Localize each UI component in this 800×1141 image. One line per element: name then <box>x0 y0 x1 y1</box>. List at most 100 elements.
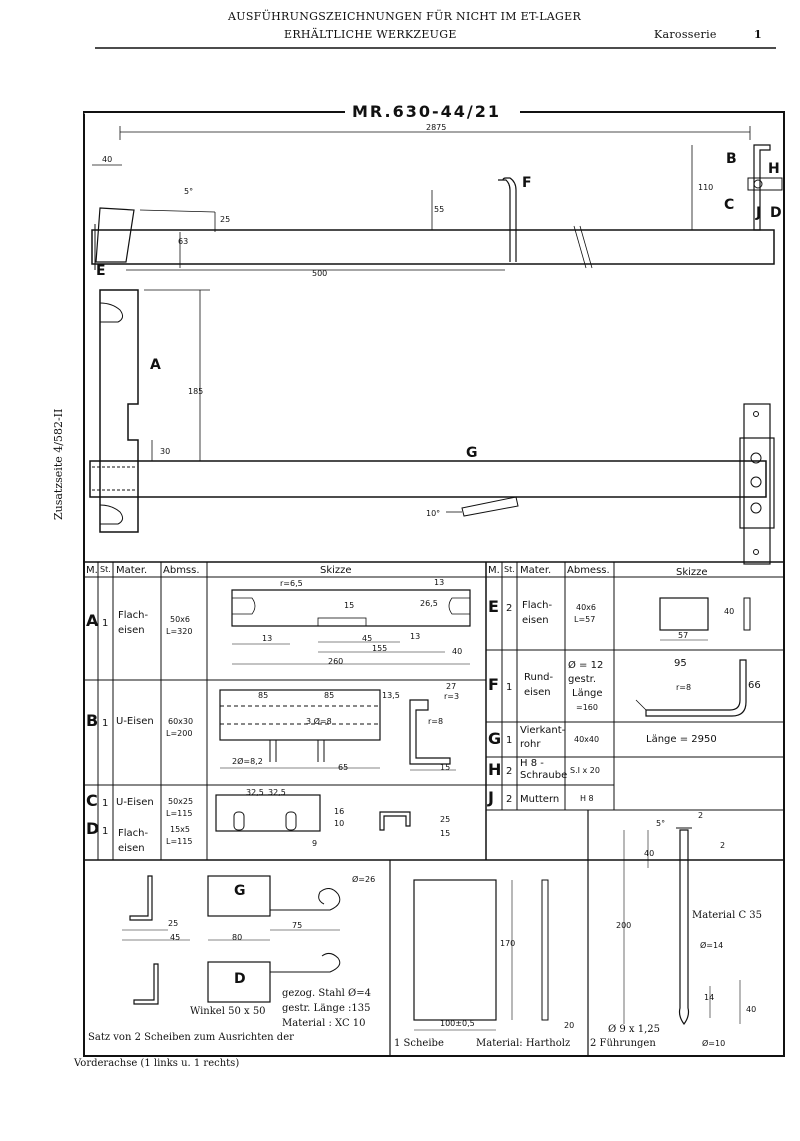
row-e-abm1: 40x6 <box>576 603 597 612</box>
row-b-abm1: 60x30 <box>168 717 194 726</box>
f-dim-66: 66 <box>748 680 761 691</box>
b-dim-27: 27 <box>446 682 457 691</box>
dim-30: 30 <box>160 447 171 456</box>
row-j-mater: Muttern <box>520 794 560 805</box>
label-e: E <box>96 263 106 279</box>
br-dim-14: 14 <box>704 993 715 1002</box>
br-dim-5deg: 5° <box>656 819 666 828</box>
d-dim-325a: 32,5 <box>246 788 264 797</box>
row-d-mater: Flach- eisen <box>118 828 149 854</box>
bl-dim-d26: Ø=26 <box>352 875 376 884</box>
br-dim-d14: Ø=14 <box>700 941 724 950</box>
d-dim-25: 25 <box>440 815 451 824</box>
label-c: C <box>724 197 735 213</box>
th-skizze-right: Skizze <box>676 567 708 578</box>
d-dim-9: 9 <box>312 839 318 848</box>
b-dim-15: 15 <box>440 763 451 772</box>
th-m-right: M. <box>488 565 500 576</box>
header-line-2: ERHÄLTLICHE WERKZEUGE <box>284 28 457 41</box>
bm-dim-170: 170 <box>500 939 516 948</box>
a-dim-13b: 13 <box>262 634 273 643</box>
row-c-mater: U-Eisen <box>116 797 154 808</box>
br-dim-40b: 40 <box>746 1005 757 1014</box>
label-b: B <box>726 151 737 167</box>
a-dim-15: 15 <box>344 601 355 610</box>
row-j-st: 2 <box>506 794 513 805</box>
row-e-abm2: L=57 <box>574 615 596 624</box>
dim-500: 500 <box>312 269 328 278</box>
row-g-st: 1 <box>506 735 513 746</box>
bl-dim-25: 25 <box>168 919 179 928</box>
th-m-left: M. <box>86 565 98 576</box>
a-dim-r65: r=6,5 <box>280 579 303 588</box>
row-d-m: D <box>86 819 100 838</box>
b-dim-85b: 85 <box>324 691 335 700</box>
a-dim-45: 45 <box>362 634 373 643</box>
th-abmess-right: Abmess. <box>567 565 610 576</box>
row-h-st: 2 <box>506 766 513 777</box>
bl-dim-75: 75 <box>292 921 303 930</box>
e-dim-40: 40 <box>724 607 735 616</box>
row-d-st: 1 <box>102 826 109 837</box>
row-d-abm1: 15x5 <box>170 825 191 834</box>
th-mater-right: Mater. <box>520 565 552 576</box>
row-f-st: 1 <box>506 682 513 693</box>
dim-55: 55 <box>434 205 445 214</box>
dim-10deg: 10° <box>426 509 441 518</box>
bm-dim-100: 100±0,5 <box>440 1019 475 1028</box>
row-h-m: H <box>488 760 502 779</box>
th-st-left: St. <box>100 565 111 574</box>
b-dim-r8: r=8 <box>428 717 444 726</box>
f-dim-95: 95 <box>674 658 687 669</box>
row-a-mater: Flach- eisen <box>118 610 149 636</box>
e-dim-57: 57 <box>678 631 689 640</box>
row-a-m: A <box>86 611 99 630</box>
a-dim-13a: 13 <box>434 578 445 587</box>
bottom-label-d: D <box>234 971 246 987</box>
b-dim-3d8: 3 Ø=8 <box>306 717 332 726</box>
br-dim-2b: 2 <box>720 841 726 850</box>
b-dim-65: 65 <box>338 763 349 772</box>
a-dim-260: 260 <box>328 657 344 666</box>
br-thread: Ø 9 x 1,25 <box>608 1024 661 1035</box>
row-g-skizze: Länge = 2950 <box>646 734 717 745</box>
bl-satz-2: Vorderachse (1 links u. 1 rechts) <box>74 1058 240 1069</box>
br-dim-200: 200 <box>616 921 632 930</box>
label-d: D <box>770 205 782 221</box>
label-j: J <box>756 205 762 221</box>
row-f-abm3: Länge <box>572 688 603 699</box>
row-c-abm2: L=115 <box>166 809 193 818</box>
th-st-right: St. <box>504 565 515 574</box>
row-f-abm2: gestr. <box>568 674 597 685</box>
label-a: A <box>150 357 161 373</box>
d-dim-15: 15 <box>440 829 451 838</box>
bm-dim-20: 20 <box>564 1021 575 1030</box>
row-f-m: F <box>488 675 499 694</box>
row-b-st: 1 <box>102 718 109 729</box>
row-f-mater: Rund- eisen <box>524 672 554 698</box>
row-g-mater: Vierkant- rohr <box>520 725 566 750</box>
dim-5deg: 5° <box>184 187 194 196</box>
row-a-abm2: L=320 <box>166 627 193 636</box>
label-f: F <box>522 175 532 191</box>
row-g-abm1: 40x40 <box>574 735 600 744</box>
th-mater-left: Mater. <box>116 565 148 576</box>
b-dim-2d82: 2Ø=8,2 <box>232 757 263 766</box>
f-dim-r8: r=8 <box>676 683 692 692</box>
b-dim-85a: 85 <box>258 691 269 700</box>
row-f-abm4: =160 <box>576 703 598 712</box>
row-h-mater: H 8 - Schraube <box>520 758 568 781</box>
bl-satz-1: Satz von 2 Scheiben zum Ausrichten der <box>88 1032 294 1043</box>
row-b-abm2: L=200 <box>166 729 193 738</box>
dim-185: 185 <box>188 387 204 396</box>
row-e-mater: Flach- eisen <box>522 600 553 626</box>
b-dim-135: 13,5 <box>382 691 400 700</box>
bl-stahl: gezog. Stahl Ø=4 <box>282 988 371 999</box>
bottom-label-g: G <box>234 883 246 899</box>
label-g: G <box>466 445 478 461</box>
bm-scheibe: 1 Scheibe <box>394 1038 444 1049</box>
row-f-abm1: Ø = 12 <box>568 660 604 671</box>
dim-40: 40 <box>102 155 113 164</box>
d-dim-325b: 32,5 <box>268 788 286 797</box>
